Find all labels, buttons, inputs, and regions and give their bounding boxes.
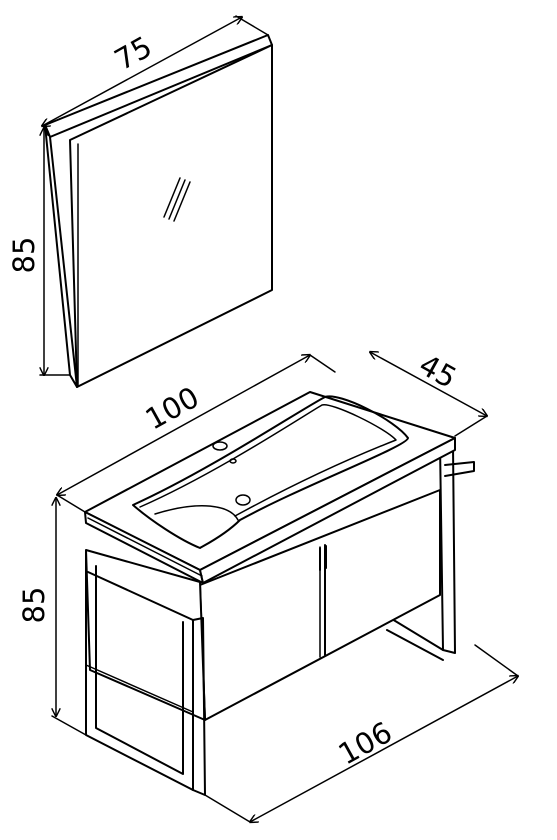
mirror-width-label: 75 (109, 29, 158, 77)
dimension-lines (39, 15, 518, 822)
countertop-right-edge (199, 437, 456, 584)
mirror-glass-icon (163, 177, 191, 222)
right-leg-frame (439, 443, 456, 654)
left-leg-frame (85, 551, 206, 796)
overall-width-label: 106 (333, 715, 398, 772)
mirror-cabinet (44, 34, 273, 388)
towel-bar (444, 461, 475, 477)
vanity-width-label: 100 (140, 380, 205, 437)
rear-foot-rail (386, 615, 444, 661)
mirror-height-label: 85 (7, 237, 41, 274)
vanity-cabinet (84, 391, 475, 796)
vanity-depth-label: 45 (413, 347, 462, 395)
door-handle-icon (319, 545, 327, 571)
vanity-height-label: 85 (17, 587, 51, 624)
